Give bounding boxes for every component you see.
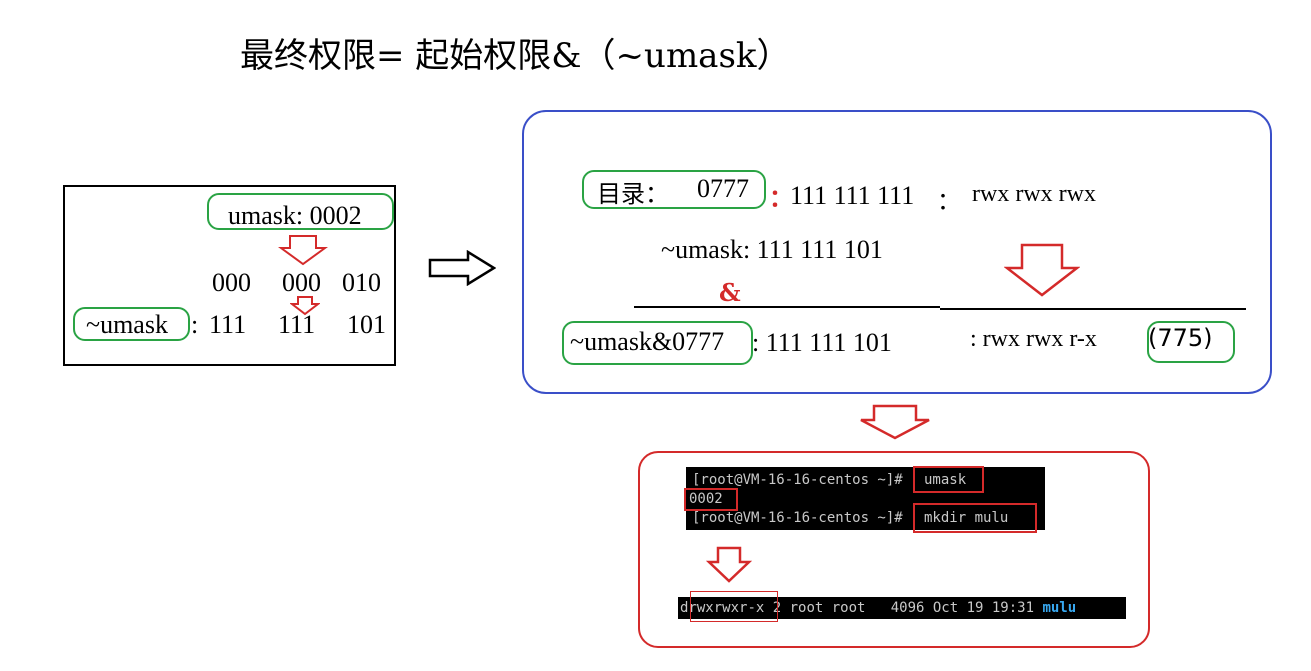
octal-highlight [1147, 321, 1235, 363]
umask-binary-1: 000 [212, 268, 251, 297]
not-umask-highlight [73, 307, 190, 341]
ls-line-text: drwxrwxr-x 2 root root 4096 Oct 19 19:31… [680, 599, 1076, 618]
red-colon: ： [769, 183, 793, 212]
result-label: ~umask&0777 [570, 327, 725, 356]
small-down-arrow-icon [290, 296, 320, 316]
dir-bits: 111 111 111 [790, 181, 915, 210]
terminal-cmd-2: mkdir mulu [924, 510, 1009, 526]
terminal-demo-box [638, 451, 1150, 648]
umask-binary-2: 000 [282, 268, 321, 297]
cmd2-highlight [913, 503, 1037, 533]
ls-type: d [680, 600, 689, 616]
result-perm: : rwx rwx r-x [970, 326, 1097, 352]
dir-highlight [582, 170, 766, 209]
not-umask-colon: : [191, 310, 199, 339]
dir-colon: ： [937, 187, 961, 215]
umask-label: umask: 0002 [228, 201, 362, 230]
down-arrow-large-icon [1004, 243, 1080, 297]
output1-highlight [684, 488, 738, 511]
terminal-prompt-1: [root@VM-16-16-centos ~]# [692, 472, 903, 488]
umask-box [63, 185, 396, 366]
not-umask-bits-1: 111 [209, 310, 247, 339]
terminal-top [686, 467, 1045, 530]
down-arrow-small-icon [706, 546, 752, 583]
divider-line-right [940, 308, 1246, 310]
terminal-prompt-2: [root@VM-16-16-centos ~]# [692, 510, 903, 526]
dir-value: 0777 [697, 174, 749, 203]
result-bits: : 111 111 101 [752, 328, 892, 357]
dir-label: 目录： [597, 180, 669, 208]
result-highlight [562, 321, 753, 365]
terminal-output-1: 0002 [689, 491, 723, 507]
diagram-title: 最终权限= 起始权限&（~umask） [240, 36, 791, 76]
ls-perm: rwxrwxr-x [688, 600, 765, 616]
not-umask-bits-2: 111 [278, 310, 316, 339]
terminal-cmd-1: umask [924, 472, 967, 488]
umask-binary-3: 010 [342, 268, 381, 297]
ls-dir-name: mulu [1042, 600, 1077, 616]
right-arrow-icon [428, 250, 496, 286]
result-octal: (775) [1148, 324, 1213, 352]
ls-details: 2 root root 4096 Oct 19 19:31 [764, 600, 1043, 616]
dir-perm: rwx rwx rwx [972, 181, 1096, 207]
not-umask-bits-3: 101 [347, 310, 386, 339]
down-arrow-icon [278, 235, 328, 266]
not-umask-label: ~umask [86, 310, 168, 339]
terminal-ls-line [678, 597, 1126, 619]
down-arrow-terminal-icon [860, 404, 930, 440]
not-umask-line: ~umask: 111 111 101 [661, 235, 883, 264]
cmd1-highlight [913, 466, 984, 493]
divider-line-left [634, 306, 940, 308]
calculation-box [522, 110, 1272, 394]
umask-highlight [207, 193, 394, 230]
perm-highlight [690, 591, 778, 622]
and-operator: & [719, 278, 741, 307]
